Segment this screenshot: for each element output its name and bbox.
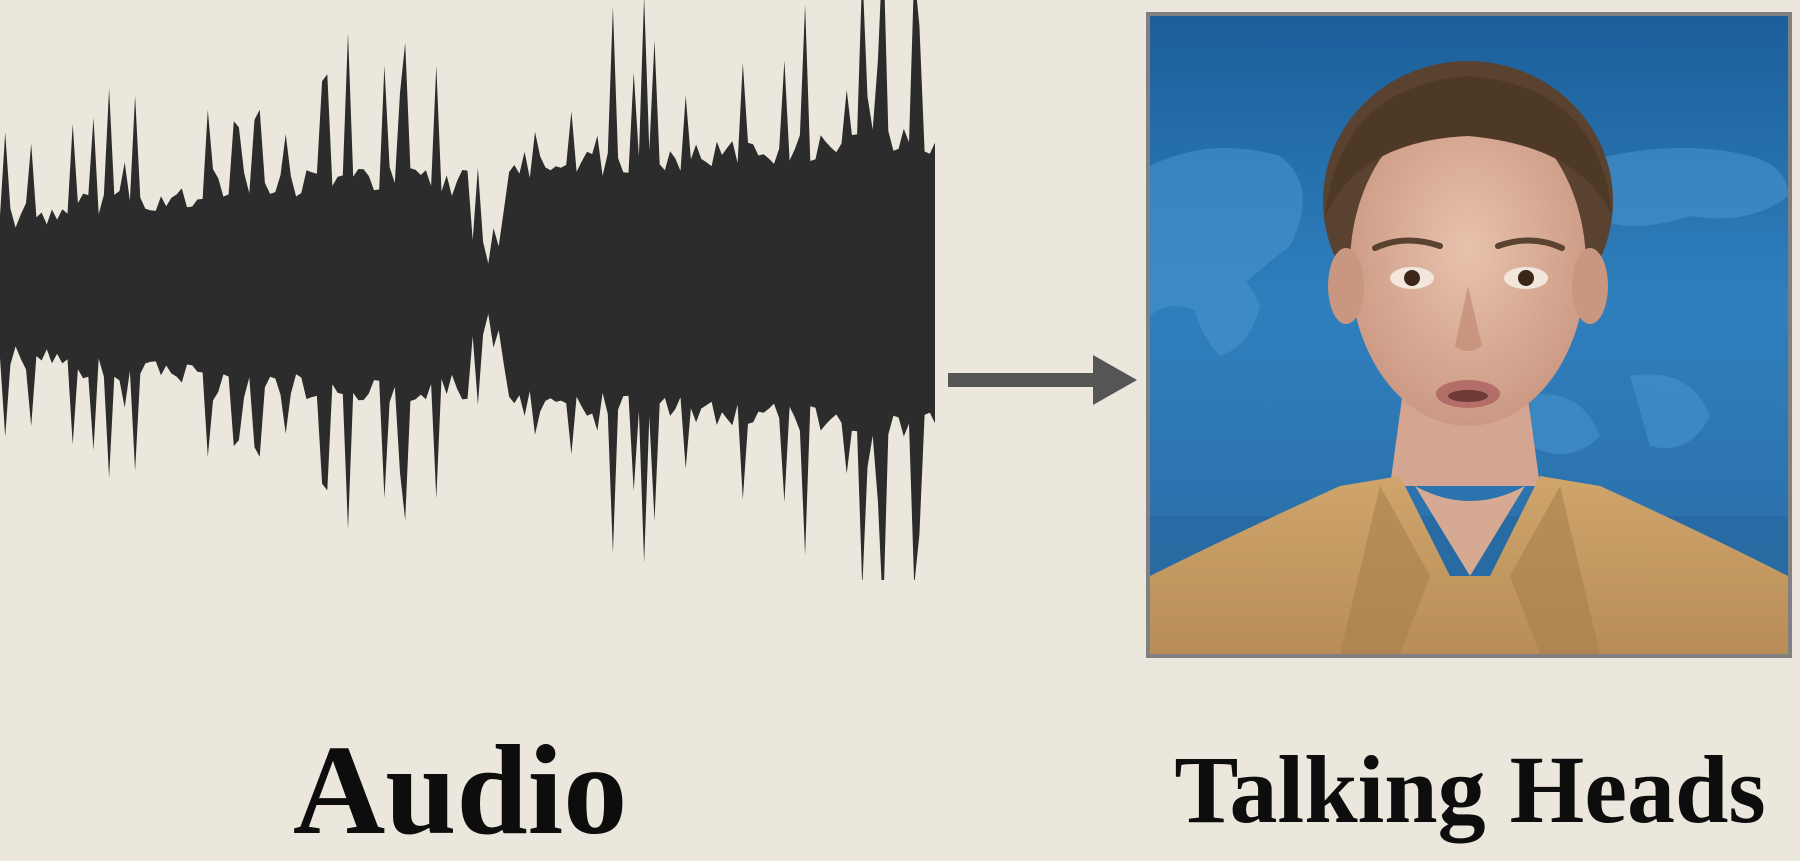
right-arrow-icon [948, 355, 1137, 405]
news-anchor-portrait [1150, 16, 1788, 654]
talking-head-frame [1146, 12, 1792, 658]
audio-waveform-icon [0, 0, 935, 580]
audio-label: Audio [292, 719, 628, 861]
talking-heads-label: Talking Heads [1174, 736, 1766, 843]
